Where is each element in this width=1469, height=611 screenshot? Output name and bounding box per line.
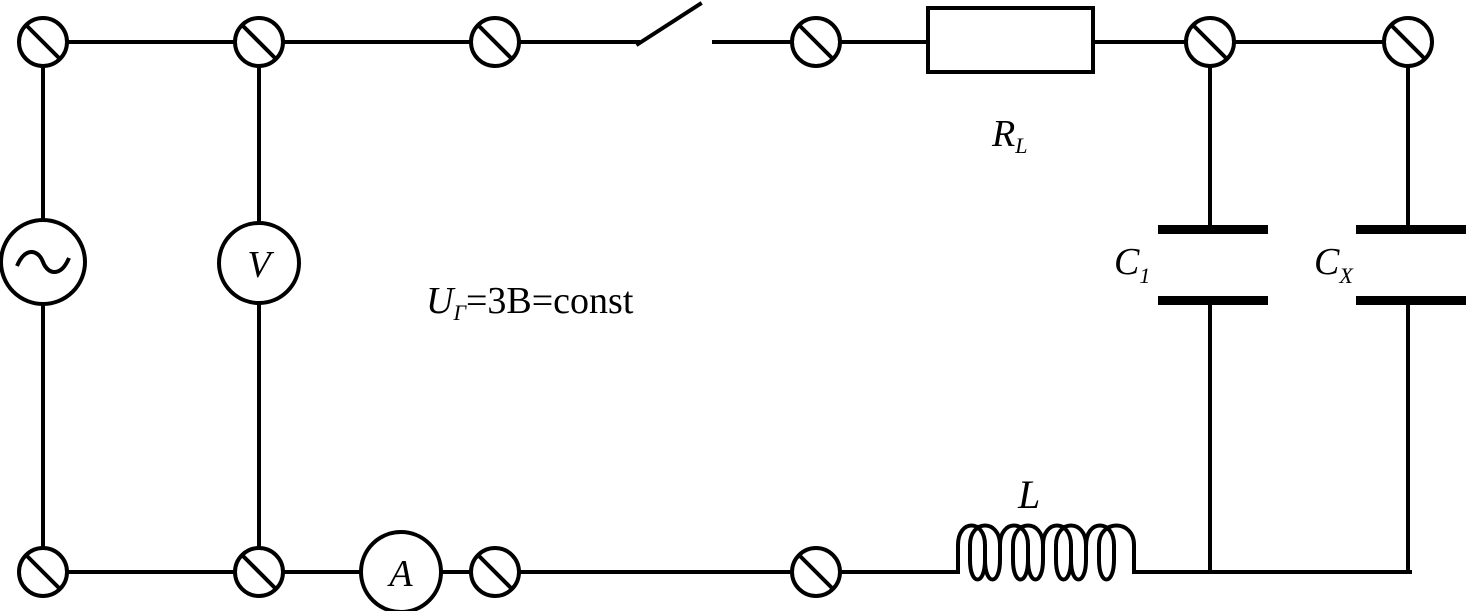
open-switch-icon: [635, 1, 703, 47]
capacitor-c1: [1158, 225, 1268, 305]
inductor-label: L: [1017, 472, 1040, 517]
ac-source-icon: [0, 218, 87, 306]
terminal-icon: [790, 16, 842, 68]
inductor: [956, 523, 1136, 582]
resistor-label: RL: [991, 113, 1027, 158]
terminal-icon: [469, 16, 521, 68]
capacitor-cx: [1356, 225, 1466, 305]
svg-text:A: A: [386, 553, 413, 595]
wires: [41, 40, 1412, 574]
terminal-icon: [17, 16, 69, 68]
terminal-icon: [469, 546, 521, 598]
resistor: [926, 6, 1095, 74]
voltmeter: V: [217, 221, 301, 305]
terminal-icon: [1382, 16, 1434, 68]
terminal-icon: [17, 546, 69, 598]
voltage-annotation: UГ=3В=const: [426, 280, 634, 325]
ammeter: A: [359, 530, 443, 611]
capacitor-cx-label: CX: [1314, 241, 1354, 288]
svg-text:V: V: [247, 244, 274, 286]
capacitor-c1-label: C1: [1114, 241, 1150, 288]
terminal-icon: [790, 546, 842, 598]
terminal-icon: [233, 16, 285, 68]
terminal-icon: [1184, 16, 1236, 68]
terminal-icon: [233, 546, 285, 598]
